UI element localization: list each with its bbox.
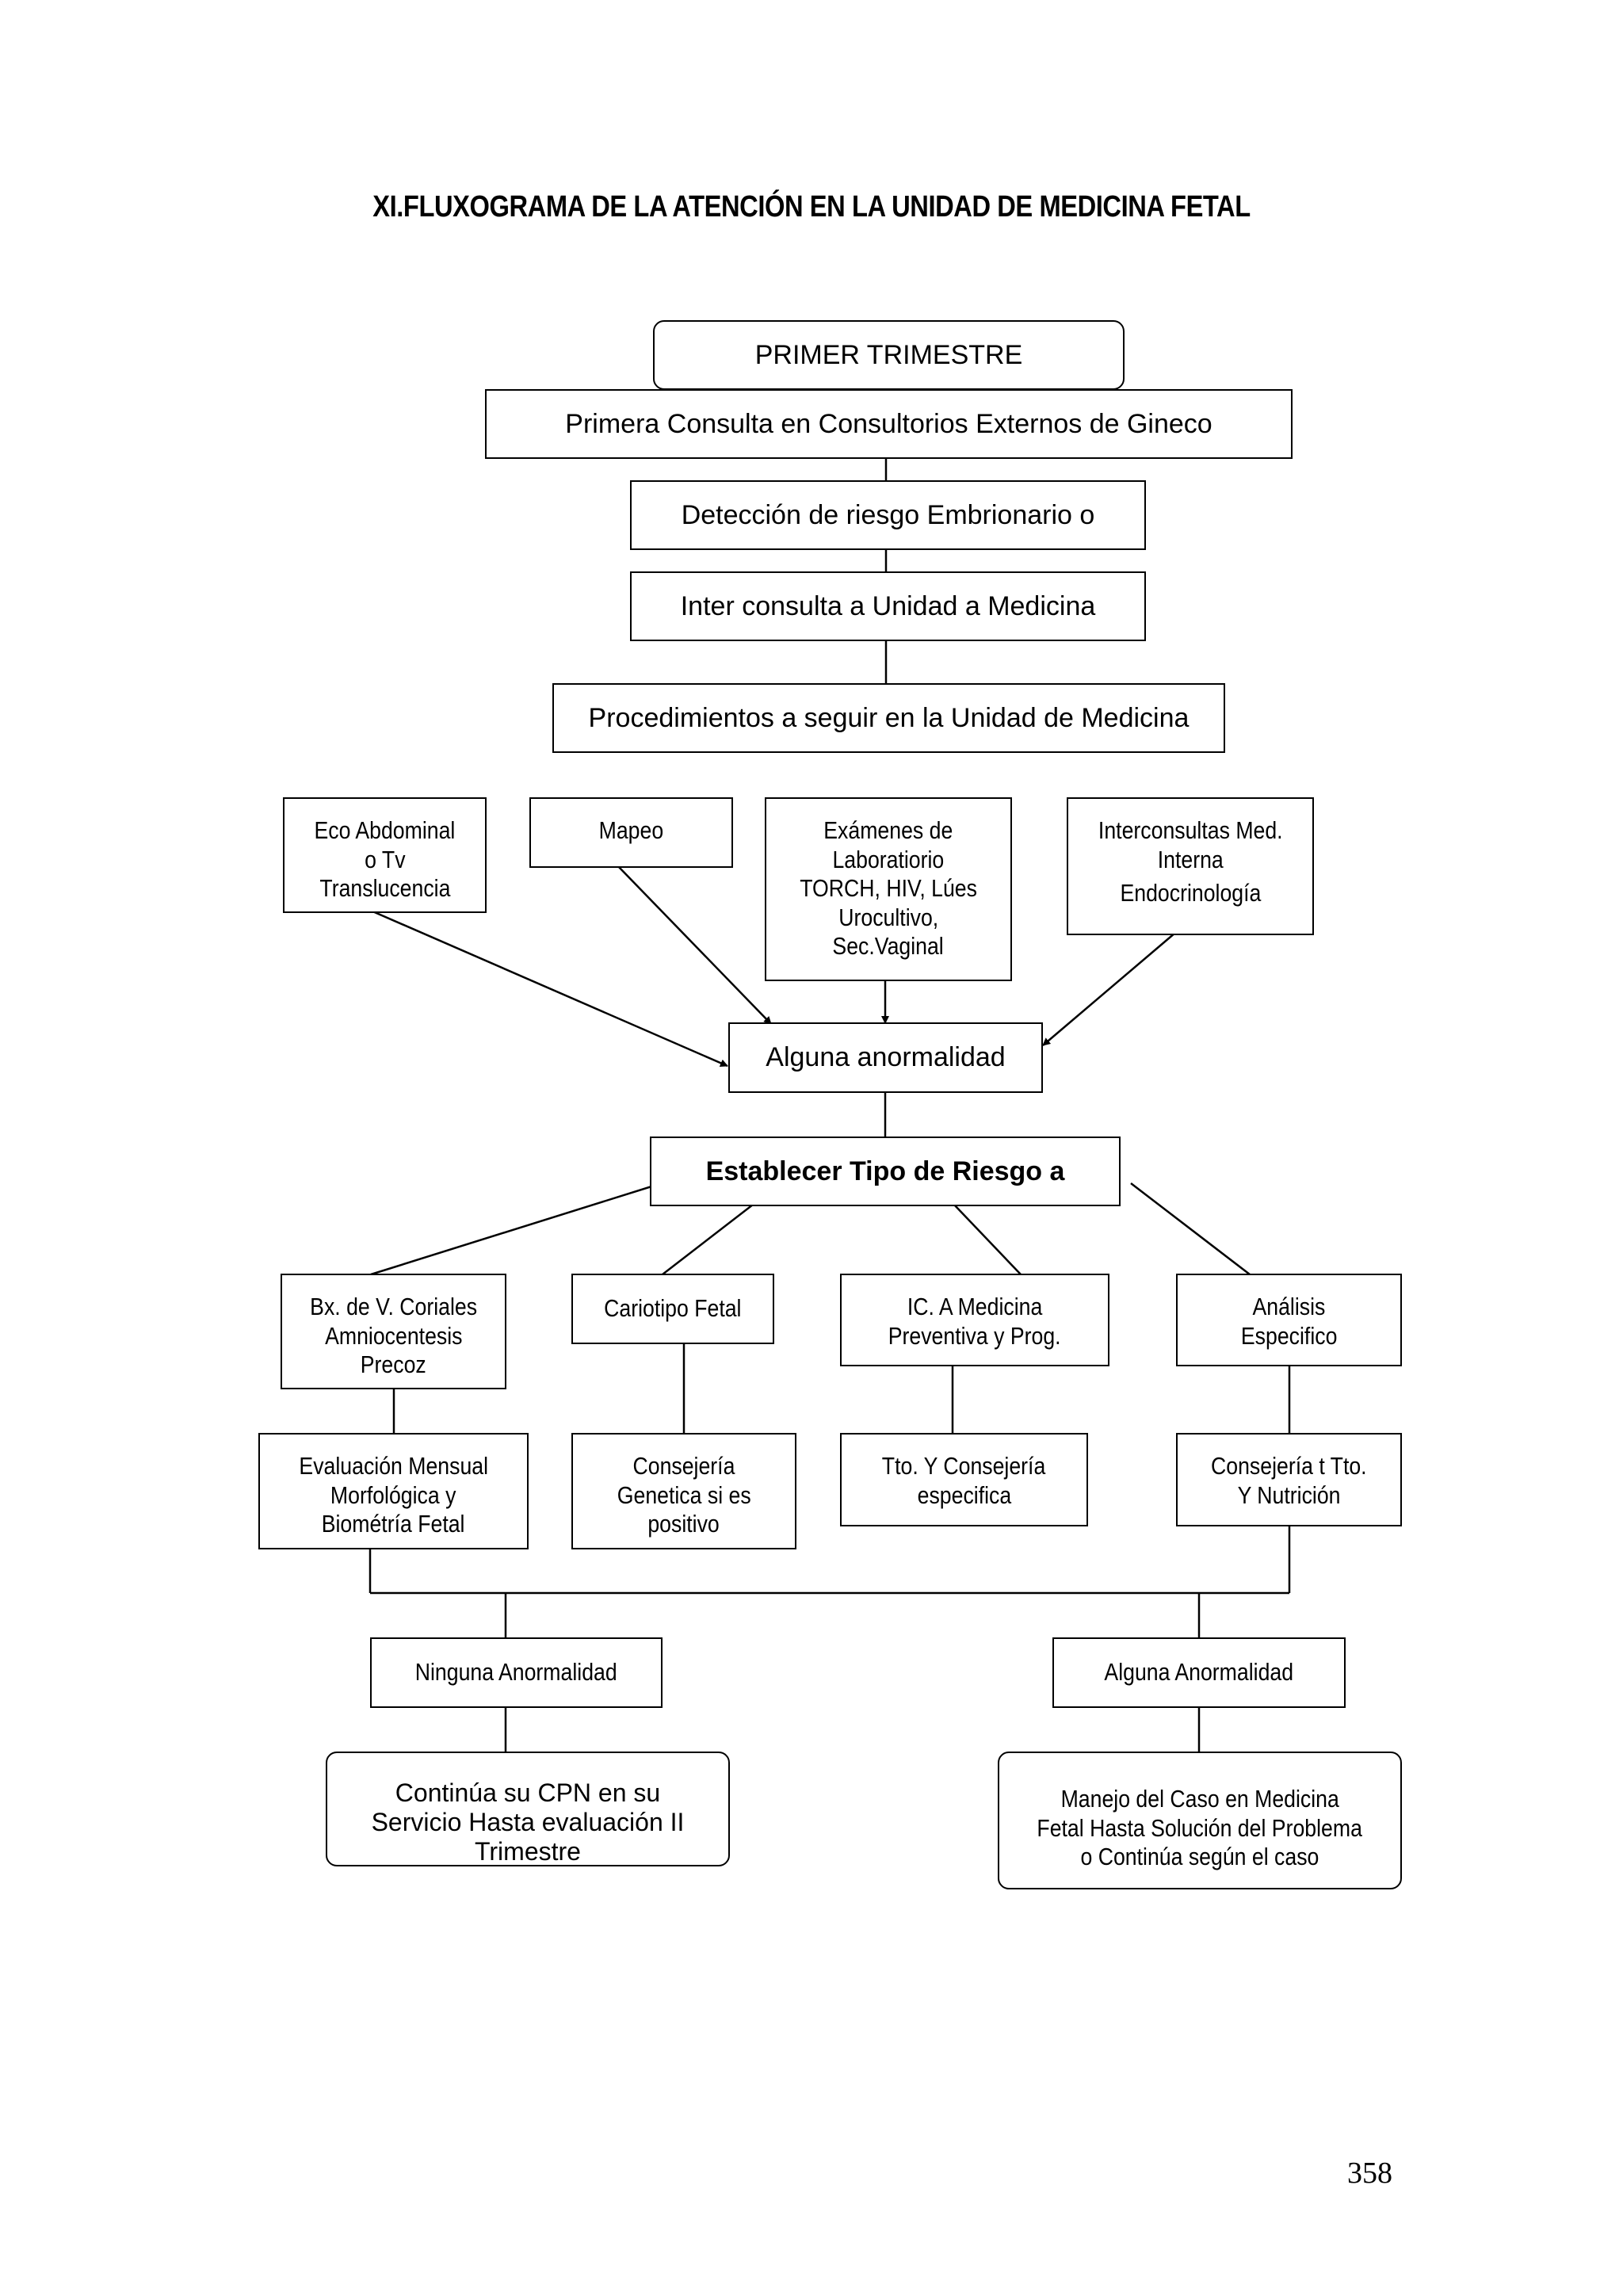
node-text: Procedimientos a seguir en la Unidad de … xyxy=(588,703,1190,733)
node-primer-trimestre: PRIMER TRIMESTRE xyxy=(653,320,1125,390)
node-text: Tto. Y Consejería xyxy=(882,1452,1046,1480)
node-text: Detección de riesgo Embrionario o xyxy=(681,500,1095,530)
node-evaluacion: Evaluación Mensual Morfológica y Biométr… xyxy=(258,1433,529,1549)
node-text: Mapeo xyxy=(598,816,664,844)
node-text: Preventiva y Prog. xyxy=(888,1321,1061,1350)
node-ic-medicina: IC. A Medicina Preventiva y Prog. xyxy=(840,1274,1109,1366)
node-text: Manejo del Caso en Medicina xyxy=(1060,1785,1339,1813)
node-text: Cariotipo Fetal xyxy=(604,1294,742,1322)
node-cariotipo: Cariotipo Fetal xyxy=(571,1274,774,1344)
node-text: Primera Consulta en Consultorios Externo… xyxy=(565,409,1212,439)
node-mapeo: Mapeo xyxy=(529,797,733,868)
node-text: Alguna Anormalidad xyxy=(1104,1658,1294,1686)
node-text: Sec.Vaginal xyxy=(832,932,945,961)
node-text: Eco Abdominal xyxy=(314,816,456,844)
node-text: Ninguna Anormalidad xyxy=(415,1658,617,1686)
node-text: TORCH, HIV, Lúes xyxy=(800,874,977,903)
node-text: especifica xyxy=(917,1480,1011,1509)
page-title: XI.FLUXOGRAMA DE LA ATENCIÓN EN LA UNIDA… xyxy=(372,190,1251,223)
node-alguna-anormalidad-2: Alguna Anormalidad xyxy=(1052,1637,1346,1708)
node-text: Consejería t Tto. xyxy=(1211,1452,1367,1480)
node-eco-abdominal: Eco Abdominal o Tv Translucencia xyxy=(283,797,487,913)
node-text: Alguna anormalidad xyxy=(766,1042,1006,1072)
arrow-eco-to-anormalidad xyxy=(370,909,728,1068)
page-number: 358 xyxy=(1347,2157,1392,2190)
node-text: Inter consulta a Unidad a Medicina xyxy=(680,591,1096,621)
node-text: Amniocentesis xyxy=(324,1321,463,1350)
node-text: Morfológica y xyxy=(330,1480,456,1509)
node-consejeria-genetica: Consejería Genetica si es positivo xyxy=(571,1433,796,1549)
node-text: positivo xyxy=(647,1510,720,1538)
node-text: Exámenes de xyxy=(823,816,953,844)
node-deteccion-riesgo: Detección de riesgo Embrionario o xyxy=(630,480,1146,550)
node-text: Genetica si es xyxy=(617,1480,751,1509)
node-procedimientos: Procedimientos a seguir en la Unidad de … xyxy=(552,683,1225,753)
node-text: Y Nutrición xyxy=(1237,1480,1341,1509)
node-continua-cpn: Continúa su CPN en su Servicio Hasta eva… xyxy=(326,1752,730,1866)
node-text: Laboratiorio xyxy=(832,845,945,873)
node-alguna-anormalidad: Alguna anormalidad xyxy=(728,1022,1043,1093)
node-text: Servicio Hasta evaluación II xyxy=(371,1807,685,1836)
node-text: Endocrinología xyxy=(1120,879,1261,907)
node-consejeria-tto: Consejería t Tto. Y Nutrición xyxy=(1176,1433,1402,1526)
connector-establecer-bx xyxy=(370,1182,663,1276)
node-text: Consejería xyxy=(632,1452,735,1480)
node-ninguna-anormalidad: Ninguna Anormalidad xyxy=(370,1637,663,1708)
node-text: IC. A Medicina xyxy=(907,1293,1043,1320)
node-inter-consulta: Inter consulta a Unidad a Medicina xyxy=(630,571,1146,641)
node-text: o Tv xyxy=(364,845,406,873)
node-primera-consulta: Primera Consulta en Consultorios Externo… xyxy=(485,389,1293,459)
node-tto-consejeria: Tto. Y Consejería especifica xyxy=(840,1433,1088,1526)
arrow-interconsultas-to-anormalidad xyxy=(1042,932,1176,1046)
node-text: Bx. de V. Coriales xyxy=(310,1293,477,1320)
connector-establecer-ic xyxy=(953,1204,1022,1275)
arrow-mapeo-to-anormalidad xyxy=(617,865,772,1025)
node-text: Fetal Hasta Solución del Problema xyxy=(1037,1813,1363,1842)
node-bx-coriales: Bx. de V. Coriales Amniocentesis Precoz xyxy=(281,1274,506,1389)
node-text: Urocultivo, xyxy=(838,903,938,931)
node-text: Biométría Fetal xyxy=(322,1510,465,1538)
node-text: Evaluación Mensual xyxy=(299,1452,488,1480)
node-text: Trimestre xyxy=(475,1836,581,1866)
connector-establecer-analisis xyxy=(1130,1182,1251,1275)
node-text: Establecer Tipo de Riesgo a xyxy=(705,1156,1065,1186)
node-text: Especifico xyxy=(1240,1321,1338,1350)
node-manejo-caso: Manejo del Caso en Medicina Fetal Hasta … xyxy=(998,1752,1402,1889)
node-text: Análisis xyxy=(1252,1293,1326,1320)
node-text: o Continúa según el caso xyxy=(1080,1843,1319,1871)
node-establecer-riesgo: Establecer Tipo de Riesgo a xyxy=(650,1137,1121,1206)
node-text: Interconsultas Med. xyxy=(1098,816,1283,844)
node-text: Continúa su CPN en su xyxy=(395,1778,661,1807)
node-analisis: Análisis Especifico xyxy=(1176,1274,1402,1366)
node-interconsultas: Interconsultas Med. Interna Endocrinolog… xyxy=(1067,797,1314,935)
node-text: Interna xyxy=(1157,845,1224,873)
node-text: Precoz xyxy=(361,1350,426,1379)
node-text: PRIMER TRIMESTRE xyxy=(754,340,1023,370)
node-text: Translucencia xyxy=(319,874,450,903)
node-examenes: Exámenes de Laboratiorio TORCH, HIV, Lúe… xyxy=(765,797,1012,981)
connector-establecer-cariotipo xyxy=(662,1204,754,1275)
